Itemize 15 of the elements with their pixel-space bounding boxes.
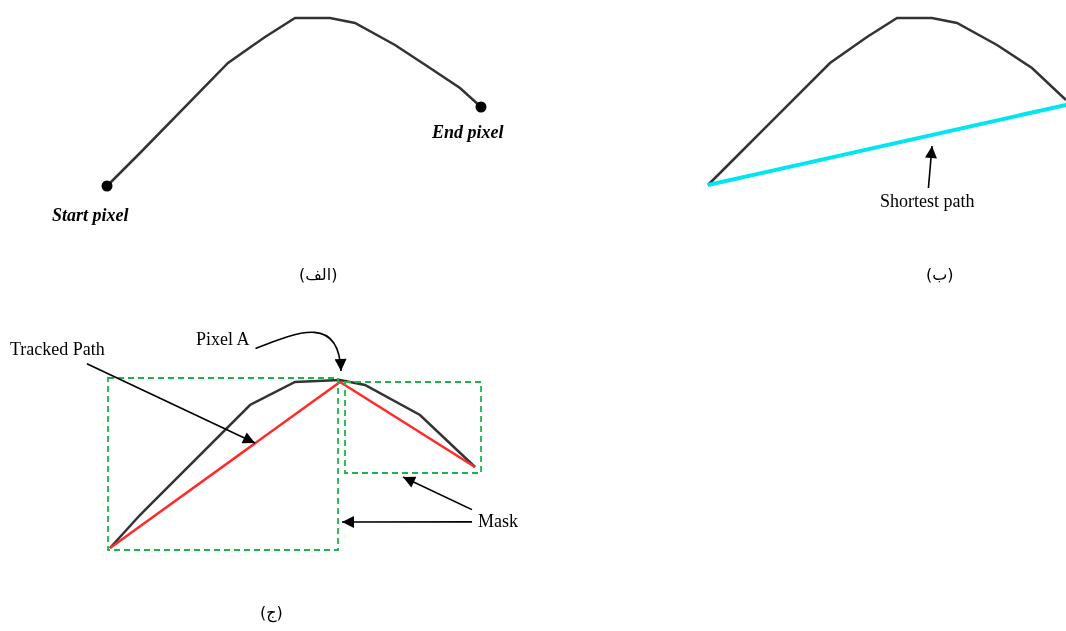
leader-arrow	[341, 516, 473, 528]
shortest-path-line	[707, 103, 1066, 187]
callout-label: Shortest path	[880, 192, 975, 212]
callout-label: Pixel A	[196, 330, 250, 350]
callout-label: Tracked Path	[10, 340, 105, 360]
panel-label: (ب)	[926, 266, 954, 284]
callout-label: Mask	[478, 512, 518, 532]
curved-arrow	[254, 331, 346, 372]
panel-label: (الف)	[299, 266, 338, 284]
leader-arrow	[925, 145, 937, 189]
point-label: Start pixel	[52, 206, 129, 226]
leader-arrow	[86, 363, 256, 444]
panel-label: (ج)	[260, 604, 283, 622]
leader-arrow	[402, 476, 473, 511]
point-label: End pixel	[432, 123, 504, 143]
